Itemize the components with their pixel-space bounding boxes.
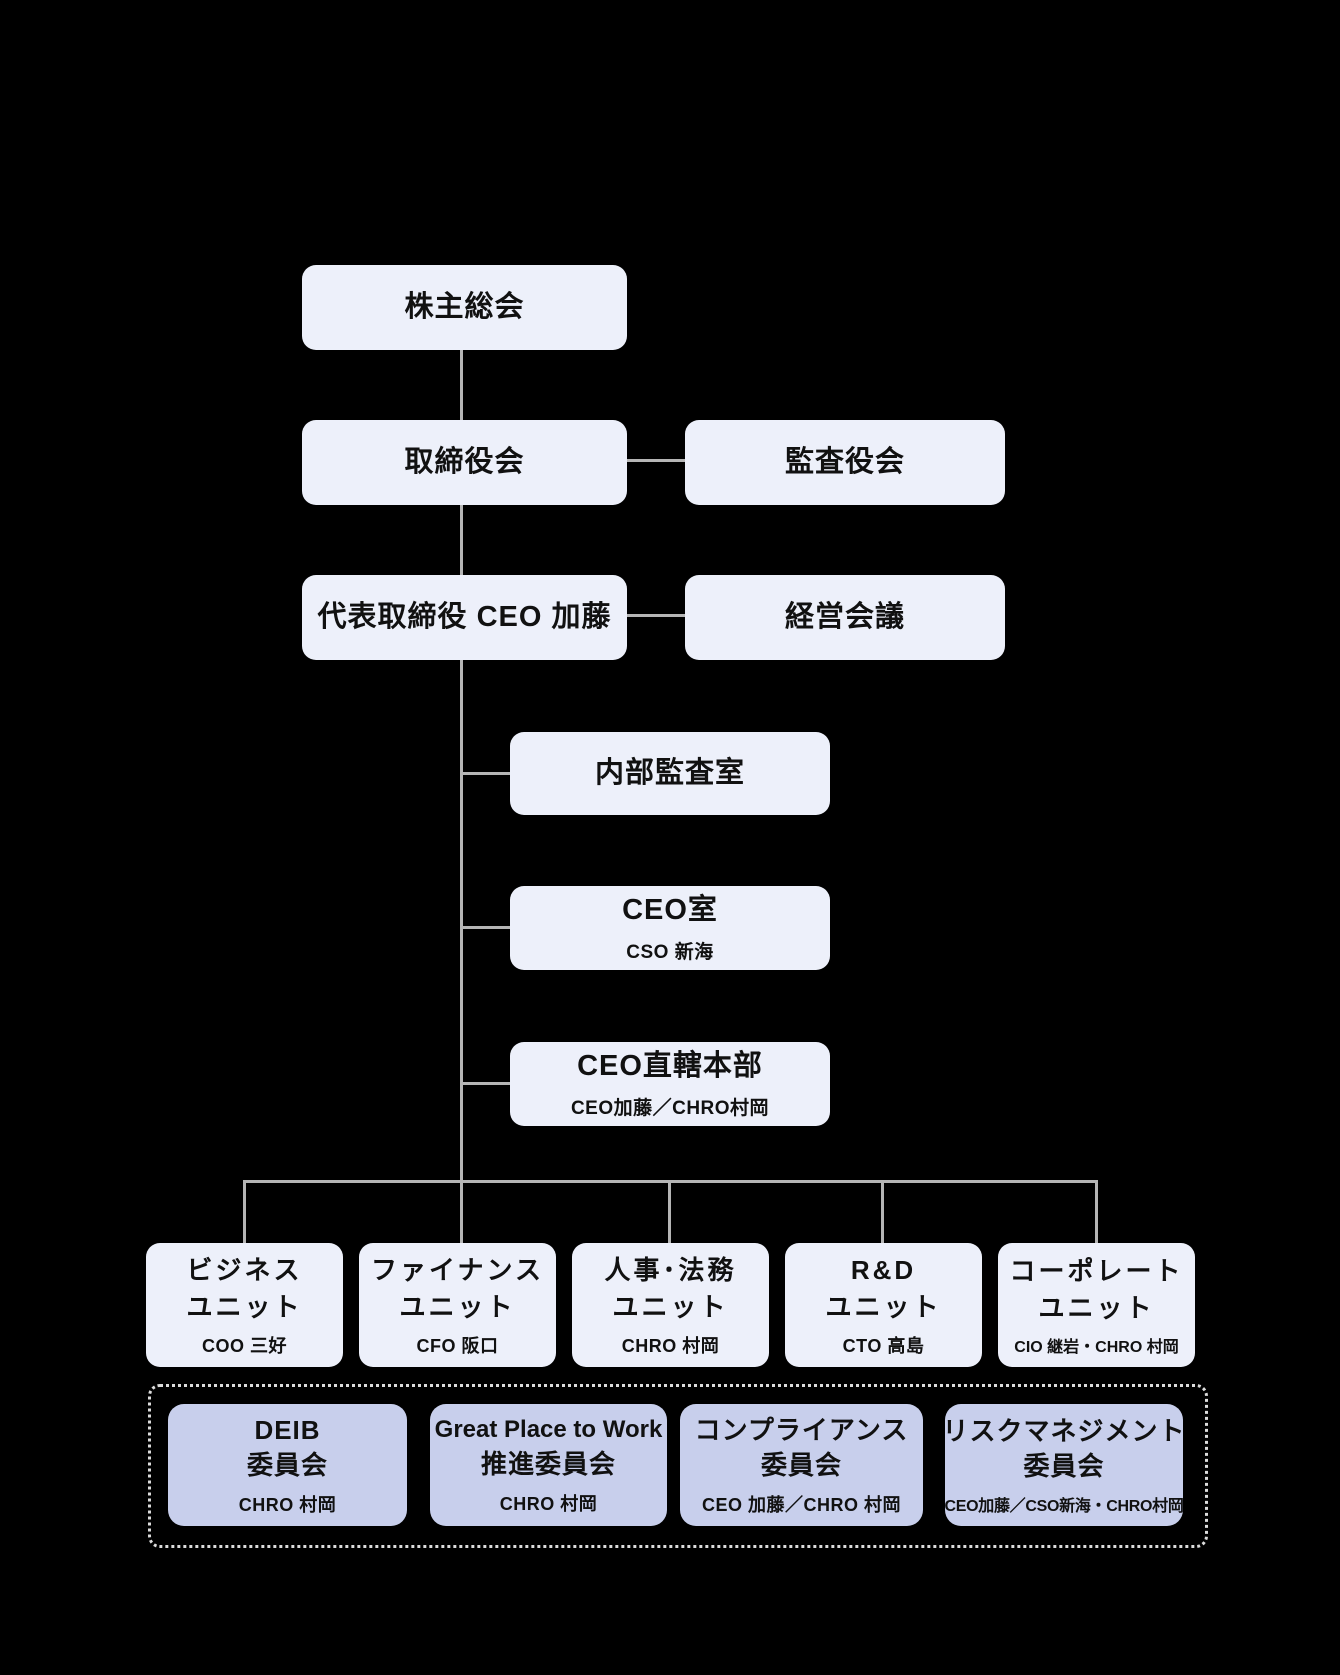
connector-board-auditboard (627, 459, 685, 462)
node-risk-management-committee: リスクマネジメント 委員会 CEO加藤／CSO新海・CHRO村岡 (942, 1404, 1186, 1526)
node-ceo-direct-division: CEO直轄本部 CEO加藤／CHRO村岡 (510, 1042, 830, 1126)
node-title: CEO直轄本部 (577, 1049, 763, 1082)
node-corporate-unit: コーポレート ユニット CIO 継岩・CHRO 村岡 (998, 1243, 1195, 1367)
connector-ceo-managementmeeting (627, 614, 685, 617)
node-title: 株主総会 (404, 291, 525, 324)
node-rnd-unit: R&D ユニット CTO 高島 (785, 1243, 982, 1367)
node-subtitle: CTO 高島 (842, 1335, 925, 1356)
node-title: 経営会議 (784, 601, 905, 634)
node-subtitle: CFO 阪口 (416, 1335, 499, 1356)
node-subtitle: CHRO 村岡 (621, 1335, 720, 1356)
node-title-line1: DEIB (254, 1414, 321, 1445)
node-title-line1: R&D (850, 1255, 917, 1286)
node-title-line1: Great Place to Work (434, 1416, 663, 1444)
node-title-line2: 委員会 (760, 1450, 842, 1480)
node-title-line2: ユニット (1038, 1292, 1155, 1323)
node-title-line2: ユニット (825, 1291, 942, 1322)
node-title: 代表取締役 CEO 加藤 (317, 601, 612, 634)
node-title-line2: 推進委員会 (480, 1448, 616, 1479)
node-shareholders-meeting: 株主総会 (302, 265, 627, 350)
connector-ceo-spine (460, 660, 463, 1182)
node-title-line1: 人事･法務 (604, 1255, 737, 1286)
node-title: 取締役会 (404, 446, 525, 479)
node-compliance-committee: コンプライアンス 委員会 CEO 加藤／CHRO 村岡 (680, 1404, 923, 1526)
connector-drop-rnd (881, 1180, 884, 1243)
connector-stub-internal-audit (460, 772, 510, 775)
node-title-line2: ユニット (399, 1291, 516, 1322)
node-title: 監査役会 (784, 446, 905, 479)
connector-drop-finance (460, 1180, 463, 1243)
node-internal-audit-office: 内部監査室 (510, 732, 830, 815)
node-subtitle: CEO加藤／CSO新海・CHRO村岡 (944, 1498, 1184, 1516)
connector-board-ceo (460, 505, 463, 576)
node-title-line1: ファイナンス (371, 1255, 544, 1286)
node-audit-board: 監査役会 (685, 420, 1005, 505)
node-subtitle: CIO 継岩・CHRO 村岡 (1014, 1338, 1179, 1356)
connector-drop-corporate (1095, 1180, 1098, 1243)
node-title-line1: コーポレート (1009, 1256, 1184, 1287)
node-title-line1: ビジネス (186, 1255, 303, 1286)
node-subtitle: CEO加藤／CHRO村岡 (570, 1098, 770, 1120)
node-title-line2: 委員会 (246, 1450, 328, 1480)
node-subtitle: COO 三好 (201, 1335, 287, 1356)
node-title: CEO室 (622, 893, 718, 926)
node-title-line2: ユニット (612, 1291, 729, 1322)
node-deib-committee: DEIB 委員会 CHRO 村岡 (168, 1404, 407, 1526)
node-subtitle: CHRO 村岡 (238, 1495, 337, 1516)
node-board-of-directors: 取締役会 (302, 420, 627, 505)
node-title-line1: コンプライアンス (694, 1414, 909, 1445)
node-ceo: 代表取締役 CEO 加藤 (302, 575, 627, 660)
node-title-line2: 委員会 (1023, 1451, 1105, 1481)
node-subtitle: CHRO 村岡 (499, 1493, 598, 1514)
node-management-meeting: 経営会議 (685, 575, 1005, 660)
connector-drop-hr-legal (668, 1180, 671, 1243)
node-business-unit: ビジネス ユニット COO 三好 (146, 1243, 343, 1367)
connector-drop-business (243, 1180, 246, 1243)
node-subtitle: CEO 加藤／CHRO 村岡 (701, 1495, 901, 1516)
node-title: 内部監査室 (594, 757, 745, 790)
node-finance-unit: ファイナンス ユニット CFO 阪口 (359, 1243, 556, 1367)
connector-shareholders-board (460, 350, 463, 421)
node-title-line2: ユニット (186, 1291, 303, 1322)
node-title-line1: リスクマネジメント (942, 1415, 1186, 1446)
node-ceo-office: CEO室 CSO 新海 (510, 886, 830, 970)
connector-stub-ceo-direct (460, 1082, 510, 1085)
node-subtitle: CSO 新海 (626, 942, 714, 964)
connector-stub-ceo-office (460, 926, 510, 929)
node-hr-legal-unit: 人事･法務 ユニット CHRO 村岡 (572, 1243, 769, 1367)
node-great-place-to-work-committee: Great Place to Work 推進委員会 CHRO 村岡 (430, 1404, 667, 1526)
committees-frame (148, 1384, 1208, 1548)
